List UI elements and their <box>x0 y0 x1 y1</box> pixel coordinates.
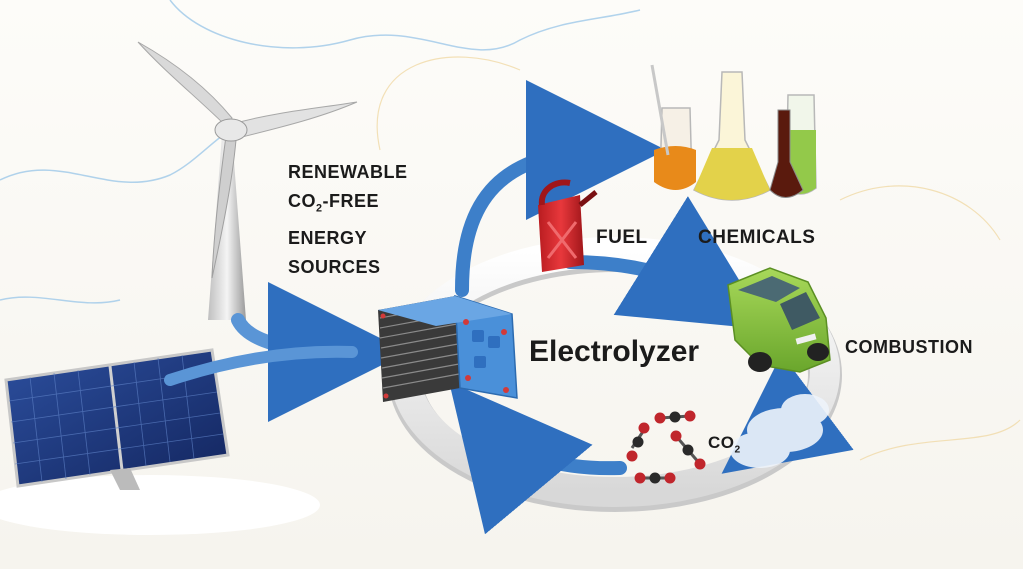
chemicals-label: CHEMICALS <box>698 227 816 248</box>
wind-turbine-icon <box>137 41 358 320</box>
arrow-to-chemicals <box>455 80 666 297</box>
arrow-co2-to-electrolyzer <box>449 382 627 535</box>
renewable-sources-label: RENEWABLE CO2-FREE ENERGY SOURCES <box>288 158 408 282</box>
co2-molecule-icon <box>626 410 706 484</box>
fuel-can-icon <box>538 179 598 272</box>
arrow-fuel-to-car <box>563 196 770 330</box>
chemical-flasks-icon <box>650 64 817 201</box>
co2-subscript: 2 <box>734 444 741 456</box>
electrolyzer-icon <box>378 294 518 402</box>
renewable-line-1: RENEWABLE <box>288 162 408 182</box>
exhaust-cloud <box>730 394 829 468</box>
renewable-co2-subscript: 2 <box>316 202 323 215</box>
electrolyzer-label: Electrolyzer <box>529 335 700 368</box>
arrow-solar-to-electrolyzer <box>164 345 358 386</box>
combustion-label: COMBUSTION <box>845 337 973 357</box>
background-wisps <box>376 56 1021 461</box>
car-icon <box>727 267 831 373</box>
cloud-shadow <box>0 475 320 535</box>
fuel-label: FUEL <box>596 227 648 248</box>
co2-main-text: CO <box>708 433 735 452</box>
co2-label: CO2 <box>708 433 741 455</box>
renewable-line-3: ENERGY <box>288 227 368 248</box>
renewable-co-text: CO <box>288 191 316 211</box>
renewable-line-2: CO2-FREE <box>288 187 408 224</box>
renewable-line-4: SOURCES <box>288 256 381 277</box>
renewable-free-text: -FREE <box>322 191 380 211</box>
